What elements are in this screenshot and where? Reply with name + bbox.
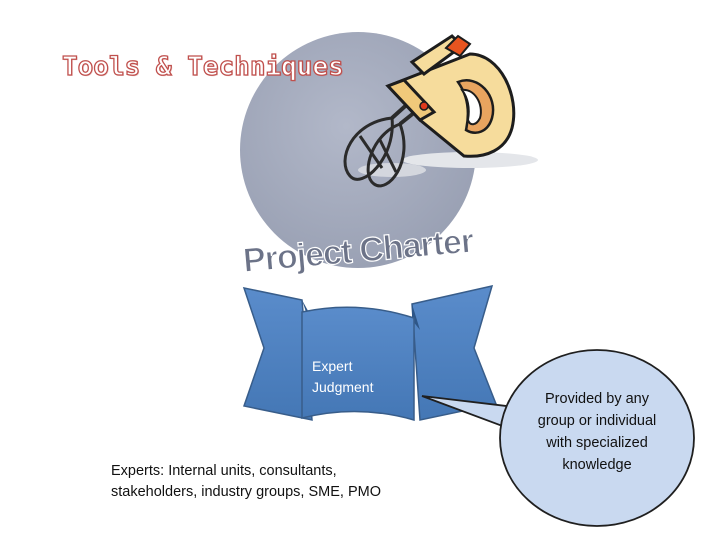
callout-text: Provided by any group or individual with… — [531, 388, 663, 476]
banner-label: Expert Judgment — [312, 356, 408, 398]
slide-title: Tools & Techniques — [62, 52, 344, 82]
experts-note: Experts: Internal units, consultants, st… — [111, 461, 411, 503]
